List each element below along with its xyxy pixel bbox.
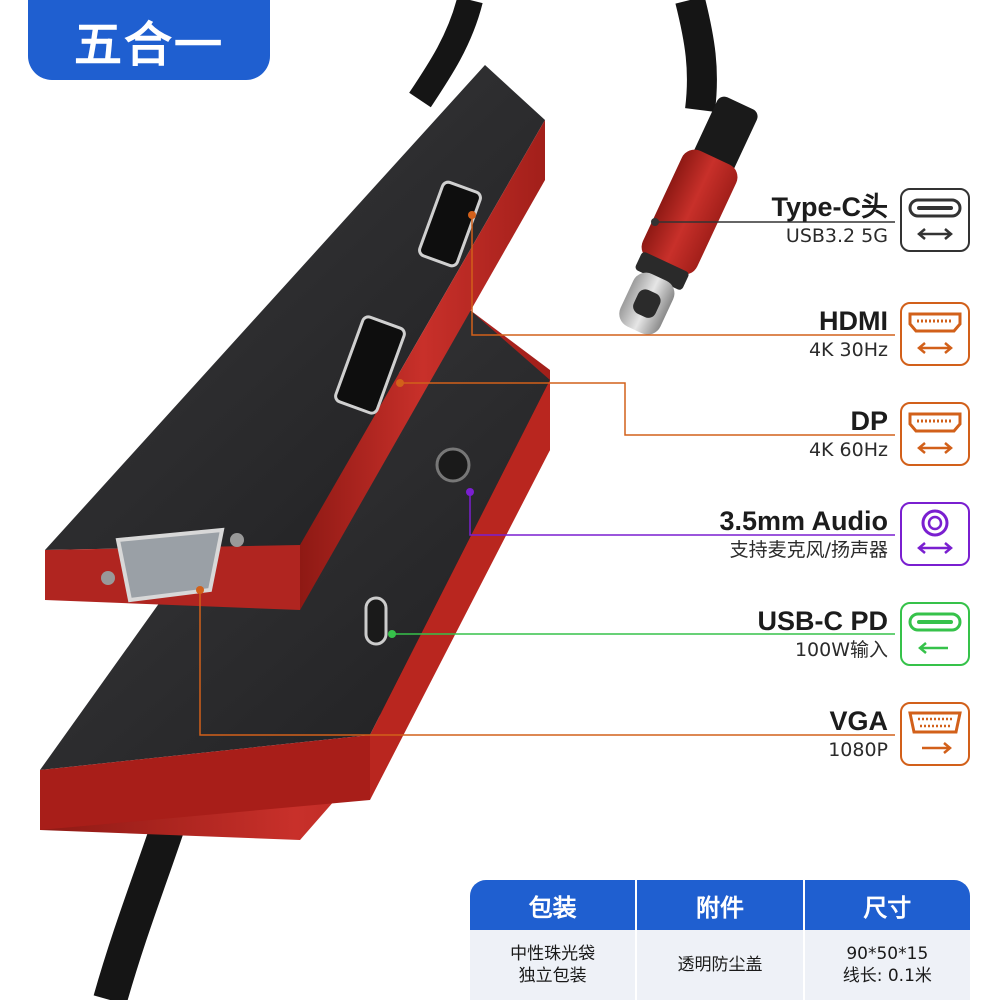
hdmi-port-shape — [418, 180, 482, 268]
port-subtitle: 4K 30Hz — [808, 339, 888, 361]
leader-vga — [199, 590, 895, 736]
bottom-cable — [93, 814, 187, 1000]
spec-cell-line: 中性珠光袋 — [510, 944, 596, 964]
spec-cell-line: 90*50*15 — [846, 944, 929, 964]
port-subtitle: USB3.2 5G — [785, 225, 888, 247]
port-text: VGA 1080P — [828, 705, 888, 763]
port-subtitle: 100W输入 — [794, 639, 888, 661]
port-row: HDMI 4K 30Hz — [809, 300, 970, 368]
port-text: USB-C PD 100W输入 — [757, 605, 888, 663]
typec-plug — [619, 96, 758, 335]
leader-audio — [469, 492, 895, 536]
port-subtitle: 1080P — [828, 739, 888, 761]
top-cable — [409, 0, 483, 108]
spec-header-packaging: 包装 — [470, 880, 638, 930]
port-row: USB-C PD 100W输入 — [757, 600, 970, 668]
port-title: DP — [850, 406, 888, 436]
displayport-icon — [900, 402, 970, 466]
audio-jack-shape — [435, 447, 471, 483]
five-in-one-badge: 五合一 — [28, 0, 270, 80]
typec-cable — [675, 0, 717, 112]
port-title: HDMI — [819, 306, 888, 336]
usbc-pd-port-shape — [364, 596, 388, 646]
port-title: Type-C头 — [771, 192, 888, 222]
port-row: DP 4K 60Hz — [809, 400, 970, 468]
vga-port-icon — [900, 702, 970, 766]
usb-c-plug-icon — [900, 188, 970, 252]
dp-port-shape — [334, 315, 406, 415]
spec-header-accessories: 附件 — [637, 880, 805, 930]
spec-header-size: 尺寸 — [863, 893, 912, 922]
port-text: 3.5mm Audio 支持麦克风/扬声器 — [719, 505, 888, 563]
port-text: DP 4K 60Hz — [809, 405, 888, 463]
port-text: HDMI 4K 30Hz — [809, 305, 888, 363]
port-row: 3.5mm Audio 支持麦克风/扬声器 — [719, 500, 970, 568]
port-text: Type-C头 USB3.2 5G — [771, 191, 888, 249]
spec-cell-line: 线长: 0.1米 — [842, 966, 932, 986]
spec-table-body: 中性珠光袋 独立包装 透明防尘盖 90*50*15 线长: 0.1米 — [470, 930, 970, 1000]
port-subtitle: 4K 60Hz — [808, 439, 888, 461]
port-row: VGA 1080P — [828, 700, 970, 768]
vga-port-shape — [101, 527, 244, 603]
spec-table: 包装 附件 尺寸 中性珠光袋 独立包装 透明防尘盖 90*50*15 线长: 0… — [470, 880, 970, 1000]
port-row: Type-C头 USB3.2 5G — [771, 186, 970, 254]
leader-dp — [400, 382, 895, 436]
usb-c-pd-icon — [900, 602, 970, 666]
audio-jack-icon — [900, 502, 970, 566]
spec-cell-packaging: 中性珠光袋 独立包装 — [470, 930, 638, 1000]
port-title: USB-C PD — [757, 606, 888, 636]
spec-cell-accessories: 透明防尘盖 — [637, 930, 805, 1000]
spec-cell-line: 独立包装 — [518, 966, 587, 986]
port-title: 3.5mm Audio — [719, 506, 888, 536]
port-subtitle: 支持麦克风/扬声器 — [729, 539, 888, 561]
spec-cell-line: 透明防尘盖 — [677, 955, 763, 975]
leader-hdmi — [471, 215, 895, 336]
spec-table-header: 包装 附件 尺寸 — [470, 880, 970, 930]
spec-cell-size: 90*50*15 线长: 0.1米 — [805, 930, 970, 1000]
hdmi-port-icon — [900, 302, 970, 366]
port-title: VGA — [829, 706, 888, 736]
